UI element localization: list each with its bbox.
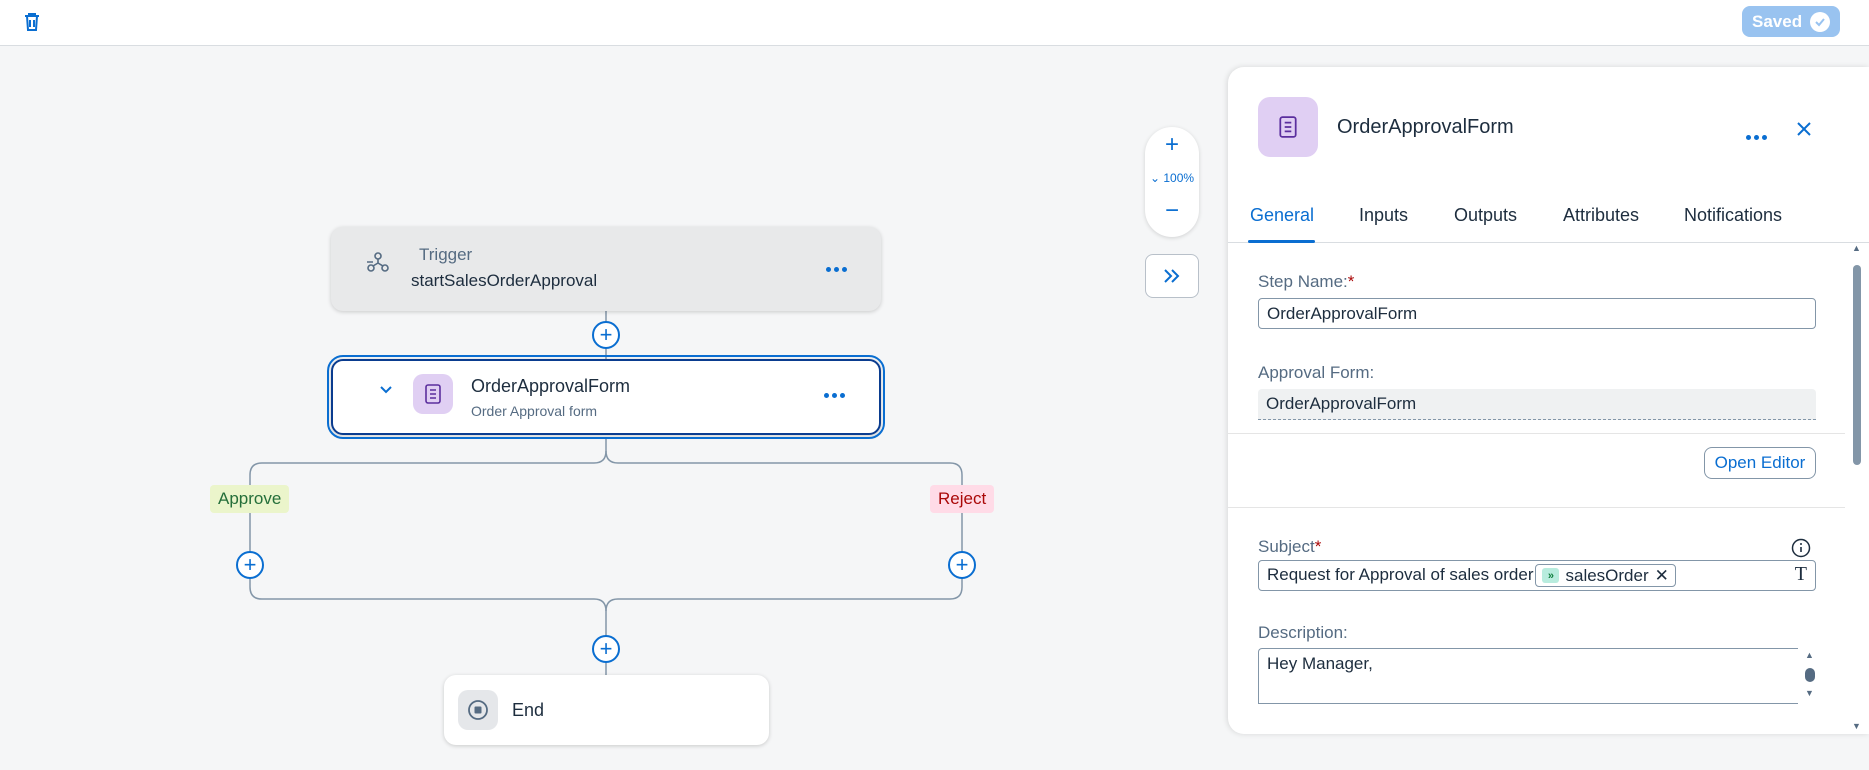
add-reject-step-button[interactable]: + <box>948 551 976 579</box>
zoom-level[interactable]: ⌄ 100% <box>1145 171 1199 185</box>
panel-title: OrderApprovalForm <box>1337 116 1514 138</box>
info-icon[interactable] <box>1791 538 1811 558</box>
panel-more-button[interactable] <box>1741 125 1771 149</box>
reject-branch-label: Reject <box>930 485 995 513</box>
subject-label: Subject* <box>1258 537 1322 556</box>
divider <box>1228 433 1845 434</box>
subject-text: Request for Approval of sales order <box>1267 564 1534 584</box>
add-approve-step-button[interactable]: + <box>236 551 264 579</box>
chevron-down-icon: ⌄ <box>1149 171 1160 185</box>
expand-panel-button[interactable] <box>1145 254 1199 298</box>
divider <box>1228 507 1845 508</box>
delete-icon[interactable] <box>20 10 44 34</box>
panel-scrollbar[interactable]: ▲ ▼ <box>1852 243 1861 731</box>
tab-inputs[interactable]: Inputs <box>1359 205 1409 225</box>
flow-canvas[interactable]: Trigger startSalesOrderApproval + OrderA… <box>0 47 1869 755</box>
subject-input[interactable]: Request for Approval of sales order » sale… <box>1258 560 1816 591</box>
variable-icon: » <box>1542 568 1560 583</box>
chevron-down-icon[interactable] <box>377 381 395 399</box>
trigger-node[interactable]: Trigger startSalesOrderApproval <box>331 227 881 311</box>
properties-panel: OrderApprovalForm General Inputs Outputs… <box>1228 67 1869 734</box>
description-label: Description: <box>1258 623 1348 642</box>
double-chevron-right-icon <box>1164 269 1180 283</box>
approval-form-field: OrderApprovalForm <box>1258 389 1816 420</box>
text-format-icon[interactable]: T <box>1794 563 1807 585</box>
saved-label: Saved <box>1752 11 1803 31</box>
approve-branch-label: Approve <box>210 485 290 513</box>
check-icon <box>1810 11 1831 32</box>
stop-icon <box>458 690 498 730</box>
add-step-button[interactable]: + <box>592 321 620 349</box>
trigger-icon <box>367 252 389 272</box>
form-icon <box>1258 97 1318 157</box>
panel-tabs: General Inputs Outputs Attributes Notifi… <box>1228 187 1869 243</box>
form-step-more-button[interactable] <box>819 383 849 407</box>
description-scrollbar[interactable]: ▲ ▼ <box>1805 650 1815 698</box>
trigger-type-label: Trigger <box>419 245 473 264</box>
subject-token-label: salesOrder <box>1565 565 1649 585</box>
form-step-name: OrderApprovalForm <box>471 376 631 396</box>
remove-token-icon[interactable]: ✕ <box>1654 565 1669 585</box>
active-tab-indicator <box>1248 240 1315 243</box>
step-name-label: Step Name:* <box>1258 272 1355 291</box>
zoom-in-button[interactable]: + <box>1164 131 1179 158</box>
tab-notifications[interactable]: Notifications <box>1684 205 1783 225</box>
end-label: End <box>512 700 545 720</box>
zoom-level-value: 100% <box>1163 171 1195 185</box>
zoom-out-button[interactable]: − <box>1164 197 1179 224</box>
tab-attributes[interactable]: Attributes <box>1563 205 1640 225</box>
tab-general[interactable]: General <box>1250 205 1315 225</box>
form-step-node[interactable]: OrderApprovalForm Order Approval form <box>327 355 885 439</box>
end-node[interactable]: End <box>444 675 769 745</box>
close-icon[interactable] <box>1792 117 1816 141</box>
tab-outputs[interactable]: Outputs <box>1454 205 1518 225</box>
form-icon <box>413 374 453 414</box>
trigger-more-button[interactable] <box>821 257 851 281</box>
subject-token[interactable]: » salesOrder✕ <box>1535 564 1676 587</box>
zoom-control: + ⌄ 100% − <box>1145 127 1199 237</box>
add-merge-step-button[interactable]: + <box>592 635 620 663</box>
description-textarea[interactable]: Hey Manager, <box>1258 648 1798 704</box>
open-editor-button[interactable]: Open Editor <box>1704 447 1816 479</box>
approval-form-label: Approval Form: <box>1258 363 1375 382</box>
step-name-input[interactable]: OrderApprovalForm <box>1258 298 1816 329</box>
trigger-name: startSalesOrderApproval <box>411 271 598 290</box>
form-step-subtitle: Order Approval form <box>471 403 598 419</box>
top-toolbar: Saved <box>0 0 1869 46</box>
saved-button[interactable]: Saved <box>1742 6 1840 37</box>
